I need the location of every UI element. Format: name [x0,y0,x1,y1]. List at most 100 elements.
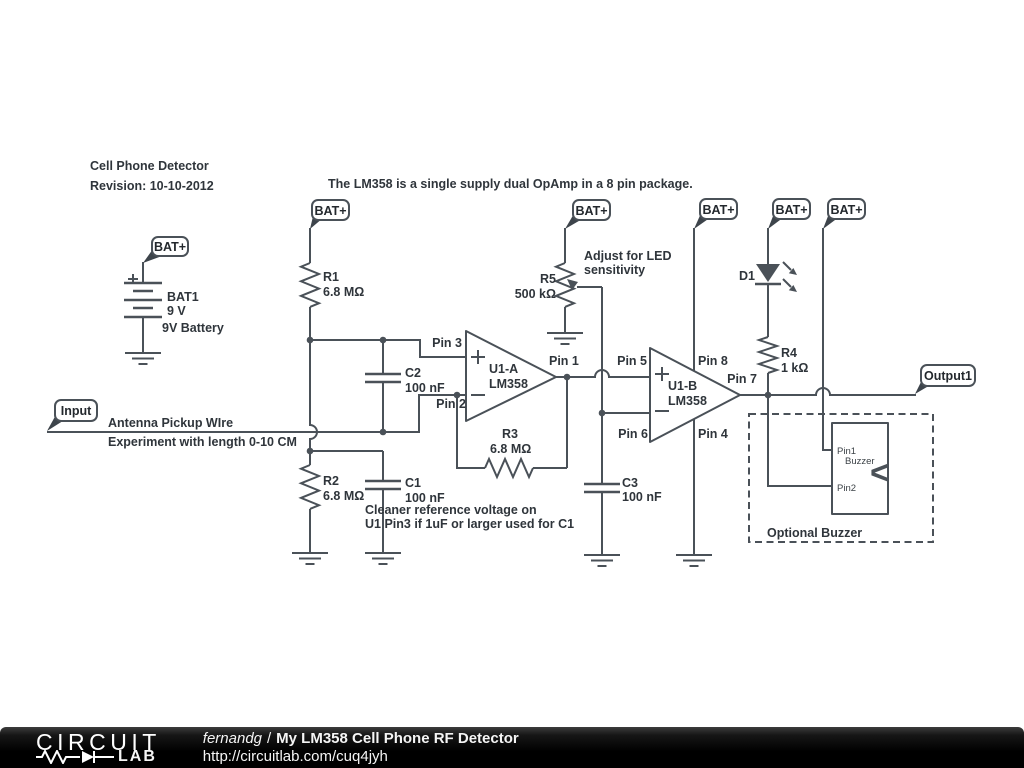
footer-text-block: fernandg/My LM358 Cell Phone RF Detector… [203,730,519,765]
junction-dots [306,336,772,455]
flag-box [54,399,98,422]
optional-buzzer-dashed-box [748,413,934,543]
r5-note-2: sensitivity [584,263,645,277]
logo-lab-text: LAB [118,748,157,765]
antenna-note-2: Experiment with length 0-10 CM [108,435,297,449]
buzzer-body [831,422,889,515]
battery-value: 9 V [167,304,186,318]
pin5-label: Pin 5 [617,354,647,368]
resistor-ref: R2 [323,474,339,488]
flag-input: Input [47,399,98,431]
led-d1: D1 [739,228,797,337]
battery-ref: BAT1 [167,290,199,304]
flag-bat-plus-buzzer: BAT+ [823,198,866,229]
junction-dot [306,336,314,344]
resistor-ref: R5 [540,272,556,286]
schematic-canvas: Cell Phone Detector Revision: 10-10-2012… [47,159,976,567]
optional-buzzer-caption: Optional Buzzer [767,526,862,540]
flag-box [572,199,611,221]
footer-bar: CIRCUIT LAB fernandg/My LM358 Cell Phone… [0,727,1024,768]
wire-r1-r2-hop [309,340,318,451]
pin3-label: Pin 3 [432,336,462,350]
resistor-r4: R4 1 kΩ [755,336,808,395]
wire-divider-to-pin3 [310,339,466,358]
ground-icon [584,554,620,567]
footer-title-line: fernandg/My LM358 Cell Phone RF Detector [203,730,519,748]
pin1-label: Pin 1 [549,354,579,368]
circuit-title: My LM358 Cell Phone RF Detector [276,730,519,747]
flag-label: BAT+ [830,203,862,217]
flag-label: Output1 [924,369,972,383]
battery-bat1: BAT1 9 V 9V Battery [124,262,224,365]
c1-note-1: Cleaner reference voltage on [365,503,537,517]
wire-antenna-to-pin2 [47,394,466,433]
schematic-svg: Cell Phone Detector Revision: 10-10-2012… [47,159,976,567]
pin4-label: Pin 4 [698,427,728,441]
resistor-diode-icon [36,750,114,764]
opamp-note: The LM358 is a single supply dual OpAmp … [328,177,693,191]
flag-box [772,198,811,220]
flag-box [827,198,866,220]
resistor-ref: R3 [502,427,518,441]
resistor-value: 1 kΩ [781,361,808,375]
buzzer-pin2-label: Pin2 [837,483,856,494]
separator: / [267,730,272,747]
wire-output-to-buzzer-pin2 [767,395,832,487]
capacitor-c3: C3 100 nF [584,476,662,567]
buzzer-pin1-label: Pin1 [837,446,856,457]
capacitor-value: 100 nF [405,381,445,395]
resistor-value: 6.8 MΩ [323,285,364,299]
capacitor-ref: C1 [405,476,421,490]
opamp-triangle [649,347,741,443]
ground-icon [365,552,401,565]
capacitor-value: 100 nF [622,490,662,504]
flag-label: BAT+ [314,204,346,218]
opamp-ref: U1-B [668,379,697,393]
circuit-url: http://circuitlab.com/cuq4jyh [202,748,388,765]
junction-dot [306,447,314,455]
resistor-value: 500 kΩ [515,287,556,301]
flag-bat-plus-r1: BAT+ [310,199,350,229]
c1-note-2: U1 Pin3 if 1uF or larger used for C1 [365,517,574,531]
opamp-triangle [465,330,557,422]
junction-dot [563,373,571,381]
led-arrow-icon [788,268,797,275]
opamp-u1b: U1-B LM358 Pin 5 Pin 6 Pin 8 Pin 4 Pin 7 [617,347,757,443]
capacitor-ref: C2 [405,366,421,380]
pin2-label: Pin 2 [436,397,466,411]
resistor-r3: R3 6.8 MΩ [456,377,568,480]
speaker-icon: < [870,454,890,492]
flag-label: BAT+ [775,203,807,217]
opamp-part: LM358 [489,377,528,391]
junction-dot [598,409,606,417]
resistor-value: 6.8 MΩ [490,442,531,456]
resistor-ref: R4 [781,346,797,360]
junction-dot [379,336,387,344]
led-ref: D1 [739,269,755,283]
junction-dot [453,391,461,399]
resistor-leads [456,377,568,469]
capacitor-ref: C3 [622,476,638,490]
led-triangle-icon [756,264,780,282]
ground-icon [292,552,328,565]
resistor-r1: R1 6.8 MΩ [298,228,364,340]
flag-box [311,199,350,221]
buzzer-group: Pin1 Buzzer Pin2 < Optional Buzzer [748,413,934,543]
junction-dot [764,391,772,399]
resistor-r2: R2 6.8 MΩ [292,451,364,565]
schematic-revision: Revision: 10-10-2012 [90,179,214,193]
flag-box [920,364,976,387]
pin6-label: Pin 6 [618,427,648,441]
ground-icon [125,352,161,365]
capacitor-c1: C1 100 nF [365,451,445,565]
battery-plates [124,281,162,319]
opamp-polarity-icons [471,350,485,396]
led-emission-lines [782,261,792,288]
opamp-ref: U1-A [489,362,518,376]
opamp-part: LM358 [668,394,707,408]
schematic-title: Cell Phone Detector [90,159,209,173]
potentiometer-r5: R5 500 kΩ [515,228,602,345]
capacitor-plates [365,372,401,384]
flag-box [699,198,738,220]
resistor-value: 6.8 MΩ [323,489,364,503]
